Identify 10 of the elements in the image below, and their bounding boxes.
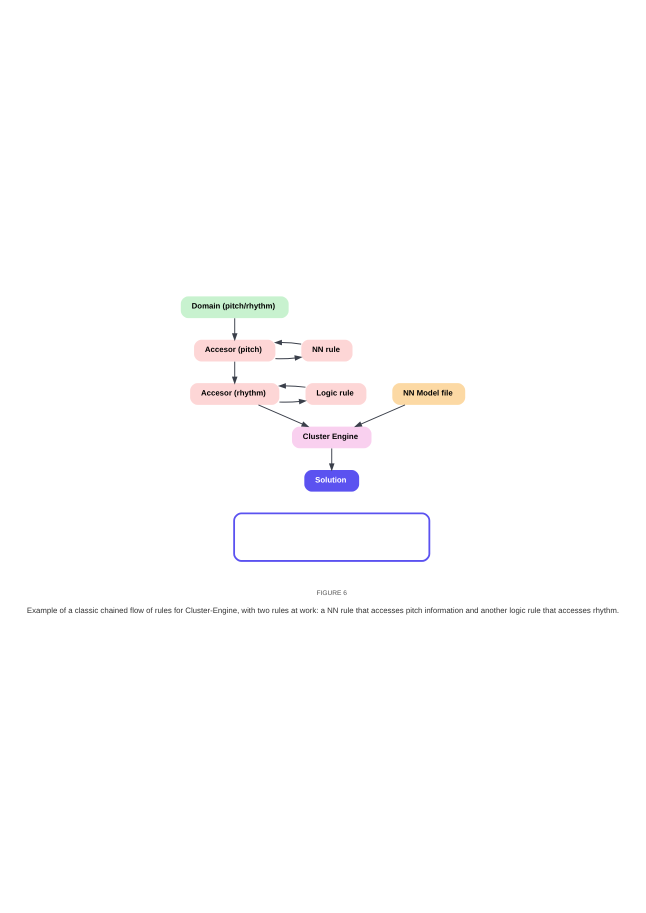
arrow: [278, 382, 306, 388]
arrow: [354, 404, 406, 427]
arrow: [278, 398, 307, 404]
arrow: [274, 354, 303, 360]
arrow: [232, 360, 238, 384]
arrow: [232, 317, 238, 341]
arrow: [328, 447, 335, 471]
node-box: [233, 512, 430, 562]
arrow: [258, 404, 310, 427]
arrow: [274, 339, 302, 345]
